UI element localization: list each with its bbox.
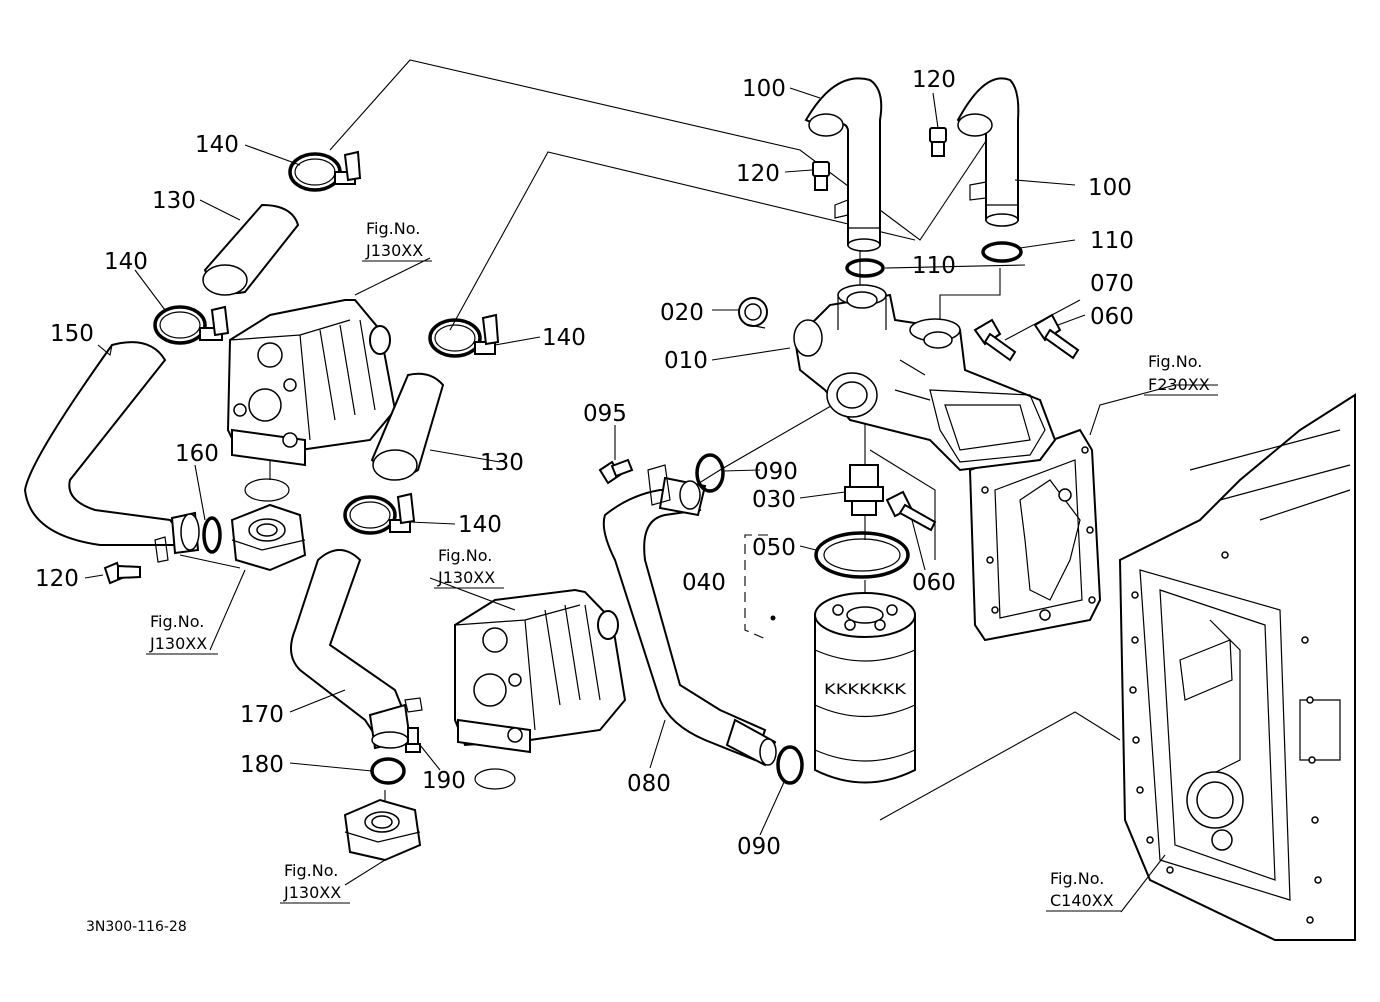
svg-text:Fig.No.: Fig.No. — [438, 546, 492, 565]
label-120c: 120 — [35, 566, 79, 592]
label-180: 180 — [240, 752, 284, 778]
o-ring-090-lower — [776, 745, 804, 785]
connector-030 — [844, 464, 884, 516]
label-190: 190 — [422, 768, 466, 794]
label-140b: 140 — [104, 249, 148, 275]
label-030: 030 — [752, 487, 796, 513]
hydraulic-pump-lower — [454, 588, 627, 754]
o-ring-110-right — [981, 241, 1023, 263]
fig-ref-j130-mid: Fig.No. J130XX — [434, 546, 504, 589]
screw-120-bottom — [103, 561, 141, 585]
screw-120-right — [929, 127, 947, 157]
fig-ref-j130-top: Fig.No. J130XX — [362, 219, 432, 262]
label-095: 095 — [583, 401, 627, 427]
svg-text:J130XX: J130XX — [365, 241, 423, 260]
label-140c: 140 — [542, 325, 586, 351]
fig-ref-c140: Fig.No. C140XX — [1046, 869, 1121, 912]
screw-095 — [598, 458, 634, 485]
svg-text:Fig.No.: Fig.No. — [284, 861, 338, 880]
label-100a: 100 — [742, 76, 786, 102]
svg-text:J130XX: J130XX — [437, 568, 495, 587]
label-060a: 060 — [1090, 304, 1134, 330]
figure-references: Fig.No. J130XX Fig.No. J130XX Fig.No. J1… — [146, 219, 1218, 912]
label-090b: 090 — [737, 834, 781, 860]
svg-text:J130XX: J130XX — [283, 883, 341, 902]
svg-text:C140XX: C140XX — [1050, 891, 1114, 910]
label-070: 070 — [1090, 271, 1134, 297]
hose-130-upper — [202, 203, 300, 296]
bolt-070 — [973, 318, 1017, 362]
hose-170 — [290, 549, 423, 750]
o-ring-110-left — [845, 258, 885, 278]
part-number-labels: 100 120 120 100 110 110 070 060 020 010 … — [35, 67, 1134, 860]
label-140a: 140 — [195, 132, 239, 158]
label-120a: 120 — [912, 67, 956, 93]
bolt-060-lower — [885, 490, 937, 532]
screw-120-left — [812, 161, 830, 191]
label-050: 050 — [752, 535, 796, 561]
label-130a: 130 — [152, 188, 196, 214]
leader-lines — [84, 87, 1218, 913]
label-040: 040 — [682, 570, 726, 596]
o-ring-090-upper — [695, 453, 725, 493]
label-060b: 060 — [912, 570, 956, 596]
svg-text:Fig.No.: Fig.No. — [1148, 352, 1202, 371]
seal-050 — [814, 531, 910, 579]
hose-080 — [602, 464, 777, 767]
oil-filter-040: KKKKKKK — [814, 592, 916, 784]
flange-upper — [230, 503, 307, 572]
label-020: 020 — [660, 300, 704, 326]
label-170: 170 — [240, 702, 284, 728]
label-110a: 110 — [912, 253, 956, 279]
o-ring-160 — [202, 516, 222, 554]
hose-130-lower — [370, 372, 445, 481]
o-ring-180 — [370, 757, 406, 785]
label-110b: 110 — [1090, 228, 1134, 254]
svg-text:J130XX: J130XX — [149, 634, 207, 653]
label-090a: 090 — [754, 459, 798, 485]
label-100b: 100 — [1088, 175, 1132, 201]
label-150: 150 — [50, 321, 94, 347]
svg-text:Fig.No.: Fig.No. — [366, 219, 420, 238]
svg-text:Fig.No.: Fig.No. — [150, 612, 204, 631]
label-080: 080 — [627, 771, 671, 797]
valve-body-010 — [793, 284, 1057, 472]
pipe-100-left — [804, 77, 883, 252]
group-bracket-040 — [744, 534, 769, 641]
drawing-code: 3N300-116-28 — [86, 919, 187, 935]
filter-brand-text: KKKKKKK — [824, 682, 907, 698]
label-130b: 130 — [480, 450, 524, 476]
label-140d: 140 — [458, 512, 502, 538]
hydraulic-pump-upper — [226, 299, 397, 467]
fig-ref-j130-left: Fig.No. J130XX — [146, 612, 218, 655]
svg-text:F230XX: F230XX — [1148, 375, 1210, 394]
flange-lower — [343, 798, 422, 862]
svg-text:Fig.No.: Fig.No. — [1050, 869, 1104, 888]
transmission-case — [1118, 393, 1356, 941]
fig-ref-f230: Fig.No. F230XX — [1144, 352, 1218, 396]
clamp-140-left — [153, 305, 230, 345]
fig-ref-j130-bottom: Fig.No. J130XX — [280, 861, 350, 904]
clamp-140-lower — [343, 492, 416, 535]
label-160: 160 — [175, 441, 219, 467]
screw-190 — [405, 727, 421, 753]
clamp-140-top — [288, 150, 362, 192]
side-cover-plate — [968, 428, 1102, 642]
label-120b: 120 — [736, 161, 780, 187]
gasket-upper — [244, 478, 290, 502]
bolt-060-upper — [1033, 313, 1080, 360]
hose-150 — [23, 341, 200, 563]
pipe-100-right — [956, 77, 1020, 227]
label-010: 010 — [664, 348, 708, 374]
plug-020 — [738, 297, 768, 329]
gasket-lower — [474, 768, 516, 790]
clamp-140-mid — [428, 313, 500, 358]
